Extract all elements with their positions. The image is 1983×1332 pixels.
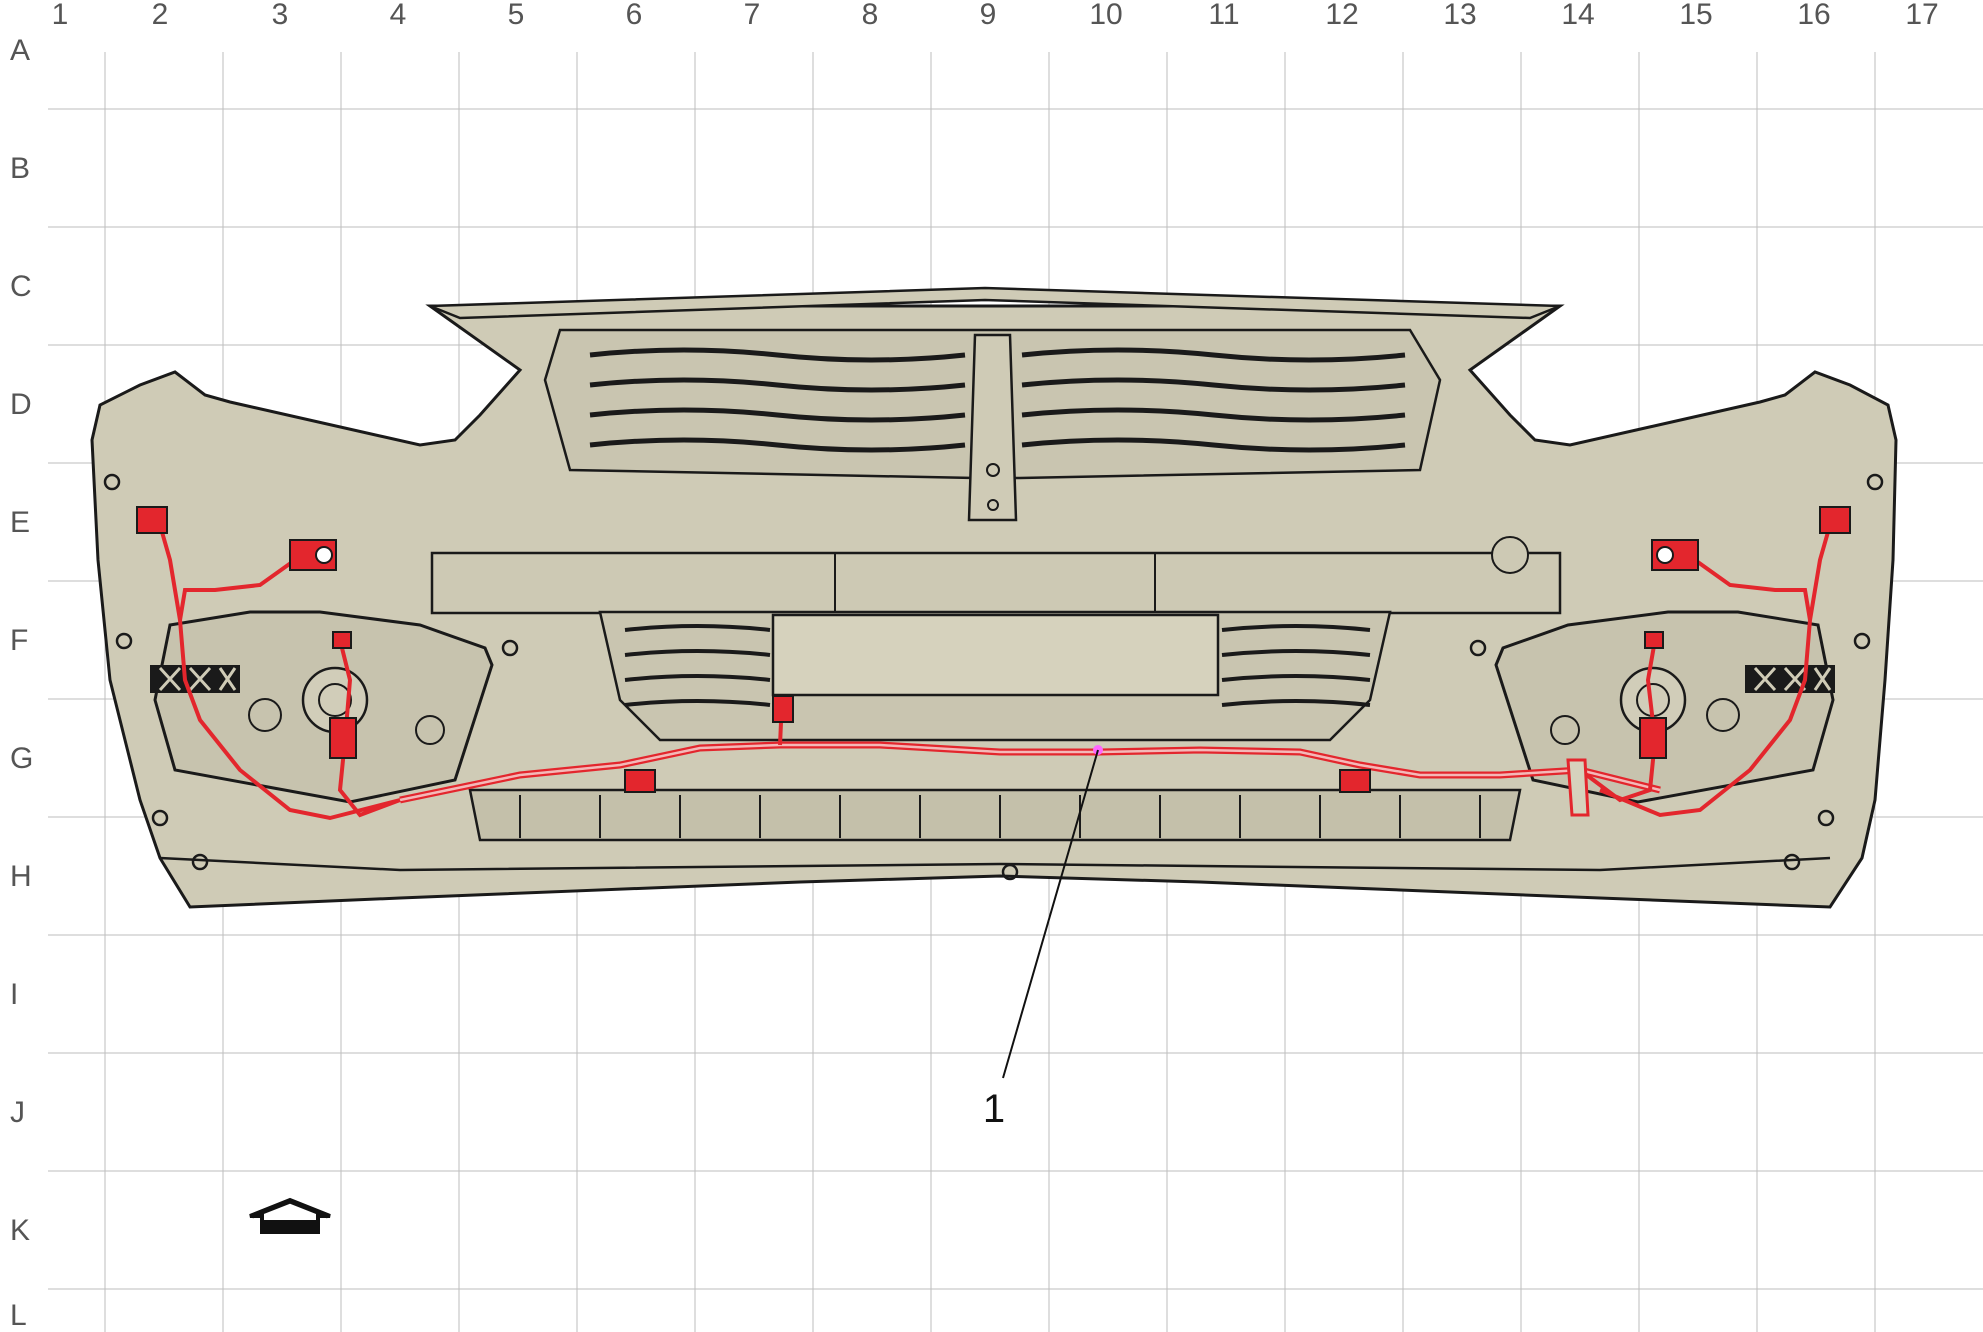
grille-slat [624, 674, 771, 682]
bolt-icon [115, 632, 133, 650]
grille-slat [589, 347, 966, 363]
grid-row-label: J [10, 1096, 25, 1129]
grid-column-label: 16 [1797, 0, 1830, 31]
connector-right-corner [1819, 506, 1851, 534]
grid-column-label: 6 [626, 0, 643, 31]
grille-slat [1221, 674, 1371, 682]
callout-1: 1 [983, 745, 1103, 1131]
grid-column-label: 4 [390, 0, 407, 31]
grid-column-label: 9 [980, 0, 997, 31]
bolt-icon [1783, 853, 1801, 871]
center-strut [967, 333, 1018, 522]
lower-intake-ribs [519, 795, 1481, 838]
grille-slat [589, 407, 966, 423]
grille-slat [624, 624, 771, 632]
harness-right-branch [1578, 524, 1832, 818]
lower-grille-slats [624, 624, 1371, 707]
grille-slat [1221, 699, 1371, 707]
connector-left-upper [332, 631, 352, 649]
connector-left-foglamp [329, 717, 357, 759]
callout-1-label: 1 [983, 1087, 1005, 1131]
grid-row-label: G [10, 742, 33, 775]
strut-bolt-icon [987, 499, 999, 511]
grid-row-label: C [10, 270, 32, 303]
grid-row-label: K [10, 1214, 30, 1247]
grille-top-edge [429, 286, 1561, 320]
grid-column-label: 2 [152, 0, 169, 31]
grille-slat [1021, 437, 1406, 453]
grille-slat [1221, 624, 1371, 632]
grille-slat [589, 377, 966, 393]
bolt-icon [1853, 632, 1871, 650]
bolt-icon [1001, 863, 1019, 881]
front-bumper-illustration [90, 286, 1898, 909]
grille-slat [589, 437, 966, 453]
grid-row-label: E [10, 506, 30, 539]
grid-column-label: 8 [862, 0, 879, 31]
grille-slat [624, 649, 771, 657]
callout-1-leader [1002, 749, 1099, 1079]
strut-bolt-icon [986, 463, 1000, 477]
connector-left-corner [136, 506, 168, 534]
connector-center-right [1339, 769, 1371, 793]
connector-center-drop [772, 695, 794, 723]
grid-row-label: B [10, 152, 30, 185]
grille-slat [624, 699, 771, 707]
grid-column-label: 17 [1905, 0, 1938, 31]
grid-row-label: D [10, 388, 32, 421]
left-mount-bracket [150, 665, 240, 693]
bolt-icon [501, 639, 519, 657]
grid-column-label: 7 [744, 0, 761, 31]
connector-right-sensor [1651, 539, 1699, 571]
grid-row-label: L [10, 1299, 27, 1332]
grid-column-label: 13 [1443, 0, 1476, 31]
grid-column-label: 3 [272, 0, 289, 31]
right-mount-bracket [1745, 665, 1835, 693]
grid-row-label: A [10, 34, 30, 67]
grid-column-label: 11 [1208, 0, 1239, 31]
grid-column-label: 15 [1679, 0, 1712, 31]
impact-beam [430, 551, 1562, 615]
bolt-icon [151, 809, 169, 827]
grid-column-label: 10 [1089, 0, 1122, 31]
grid-row-label: H [10, 860, 32, 893]
fixing-bolts [103, 473, 1884, 881]
upper-grille-slats [589, 347, 1406, 453]
grille-slat [1021, 377, 1406, 393]
grille-slat [1221, 649, 1371, 657]
grid-column-label: 5 [508, 0, 525, 31]
front-view-arrow-icon [249, 1197, 331, 1234]
grid-row-label: F [10, 624, 28, 657]
bolt-icon [191, 853, 209, 871]
grid-row-labels: A B C D E F G H I J K L [10, 34, 33, 1332]
license-plate-panel [771, 613, 1220, 697]
bolt-icon [103, 473, 121, 491]
grille-slat [1021, 347, 1406, 363]
harness-vertical-clip [1566, 758, 1590, 817]
grid-row-label: I [10, 978, 18, 1011]
grid-column-label: 1 [52, 0, 69, 31]
connector-right-upper [1644, 631, 1664, 649]
lower-air-intake [468, 788, 1522, 842]
grid-column-label: 14 [1561, 0, 1594, 31]
connector-right-foglamp [1639, 717, 1667, 759]
bolt-icon [1469, 639, 1487, 657]
connector-left-sensor [289, 539, 337, 571]
bolt-icon [1866, 473, 1884, 491]
bolt-icon [1817, 809, 1835, 827]
bumper-lower-lip [159, 856, 1831, 872]
harness-left-branch [158, 524, 401, 821]
connector-center-left [624, 769, 656, 793]
grille-slat [1021, 407, 1406, 423]
grid-column-label: 12 [1325, 0, 1358, 31]
